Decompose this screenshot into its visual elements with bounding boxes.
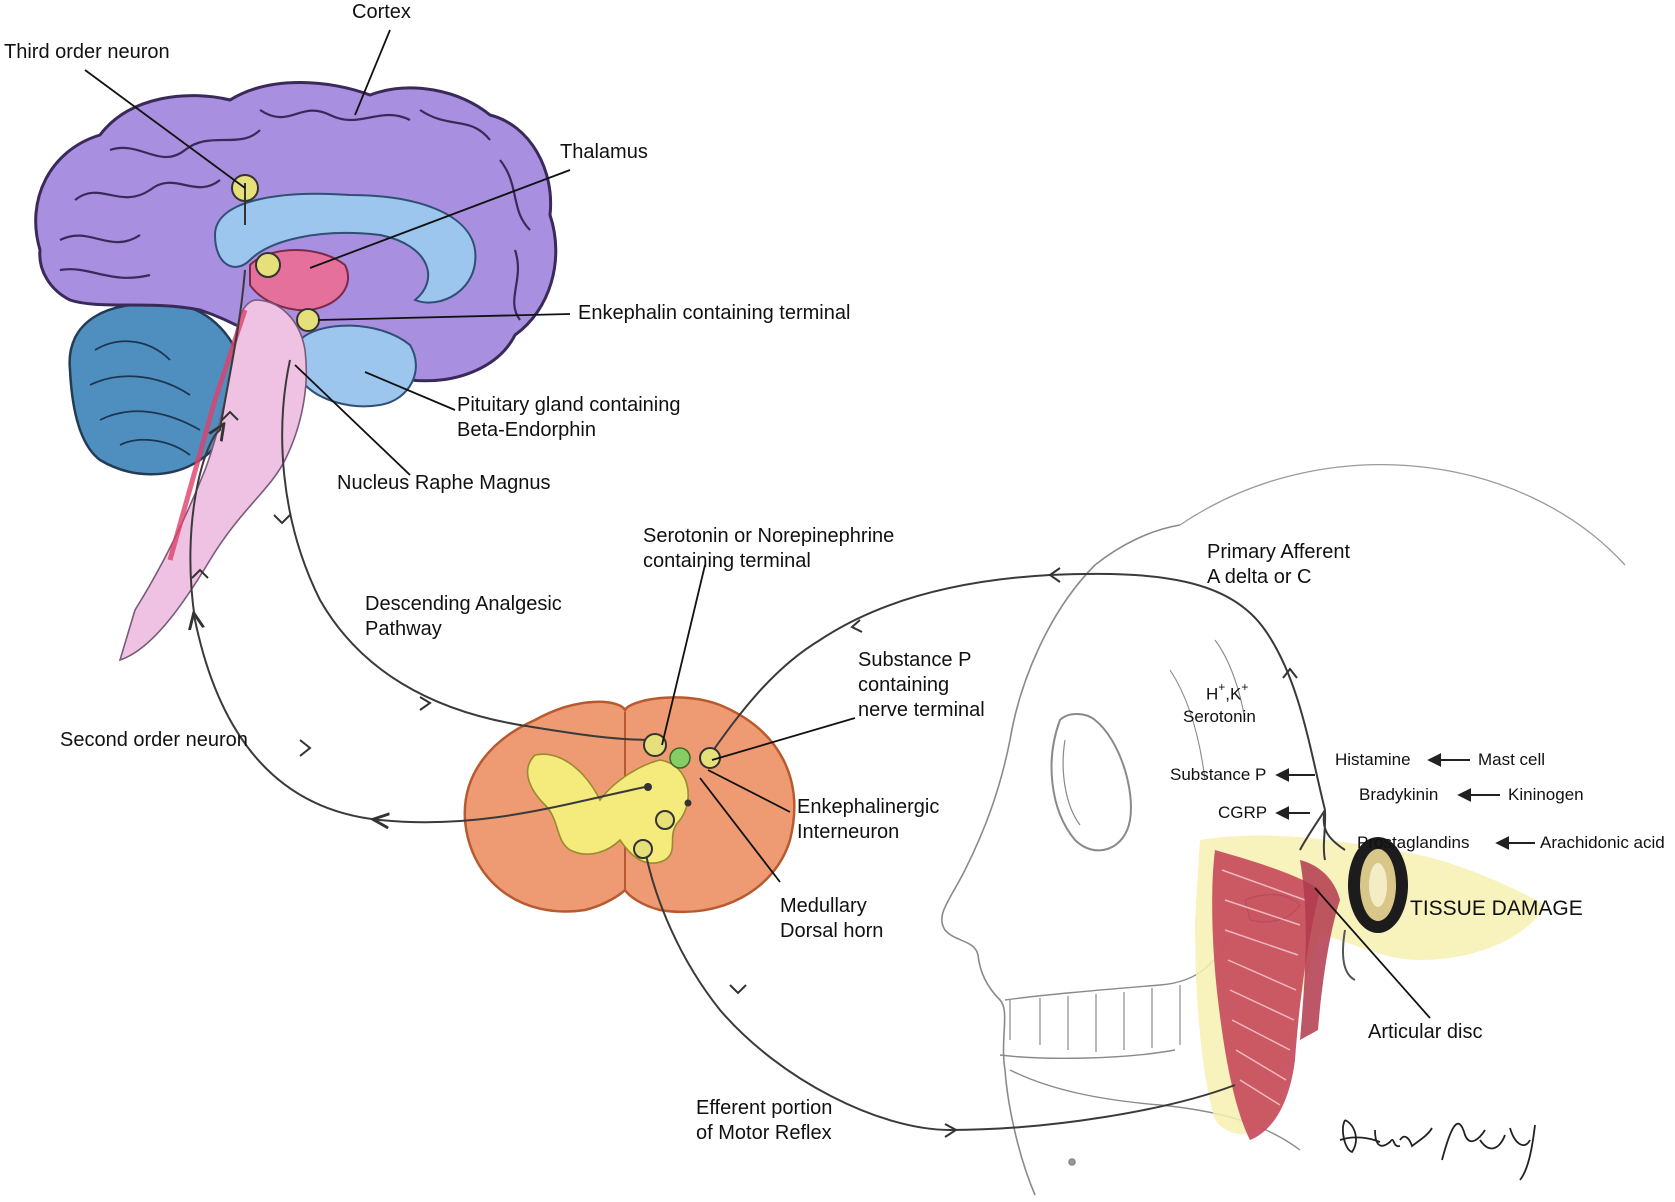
label-third-order-neuron: Third order neuron <box>4 41 170 63</box>
label-substance-p: Substance P <box>1170 765 1267 784</box>
label-medullary-line2: Dorsal horn <box>780 920 884 942</box>
label-serotonin: Serotonin <box>1183 707 1256 726</box>
label-primary-afferent-line2: A delta or C <box>1207 566 1312 588</box>
label-serotonin-terminal-line2: containing terminal <box>643 550 811 572</box>
label-serotonin-terminal-line1: Serotonin or Norepinephrine <box>643 525 895 547</box>
label-substance-p-terminal-line3: nerve terminal <box>858 699 985 721</box>
label-cortex: Cortex <box>352 1 411 23</box>
label-mast-cell: Mast cell <box>1478 750 1546 769</box>
label-nucleus-raphe-magnus: Nucleus Raphe Magnus <box>337 472 551 494</box>
neuron-terminal-icon <box>231 174 721 859</box>
label-cgrp: CGRP <box>1218 803 1268 822</box>
ear-canal-drawing <box>1342 837 1408 981</box>
label-histamine: Histamine <box>1335 750 1411 769</box>
label-substance-p-terminal-line1: Substance P <box>858 649 972 671</box>
label-prostaglandins: Prostaglandins <box>1357 833 1470 852</box>
label-thalamus: Thalamus <box>560 141 648 163</box>
signature <box>1339 1119 1536 1181</box>
label-substance-p-terminal-line2: containing <box>858 674 950 696</box>
label-ions: H+,K+ <box>1206 680 1249 704</box>
label-enkephalin-terminal: Enkephalin containing terminal <box>578 302 851 324</box>
label-tissue-damage: TISSUE DAMAGE <box>1410 897 1583 920</box>
label-descending-line1: Descending Analgesic <box>365 593 562 615</box>
mediator-arrows <box>1275 753 1535 850</box>
label-pituitary-line1: Pituitary gland containing <box>457 394 681 416</box>
label-medullary-line1: Medullary <box>780 895 867 917</box>
label-efferent-line2: of Motor Reflex <box>696 1122 832 1144</box>
label-primary-afferent-line1: Primary Afferent <box>1207 541 1351 563</box>
label-descending-line2: Pathway <box>365 618 442 640</box>
arrowhead-icon <box>191 410 1298 1138</box>
label-enkephalinergic-line2: Interneuron <box>797 821 900 843</box>
label-enkephalinergic-line1: Enkephalinergic <box>797 796 940 818</box>
label-arachidonic-acid: Arachidonic acid <box>1540 833 1665 852</box>
label-efferent-line1: Efferent portion <box>696 1097 833 1119</box>
brain-drawing <box>34 81 558 662</box>
label-pituitary-line2: Beta-Endorphin <box>457 419 596 441</box>
label-kininogen: Kininogen <box>1508 785 1584 804</box>
spinal-cord-drawing <box>463 696 796 914</box>
label-articular-disc: Articular disc <box>1368 1021 1483 1043</box>
leader-lines <box>84 29 1431 1019</box>
nerve-pathways <box>190 269 1346 1132</box>
label-bradykinin: Bradykinin <box>1359 785 1439 804</box>
label-second-order-neuron: Second order neuron <box>60 729 248 751</box>
